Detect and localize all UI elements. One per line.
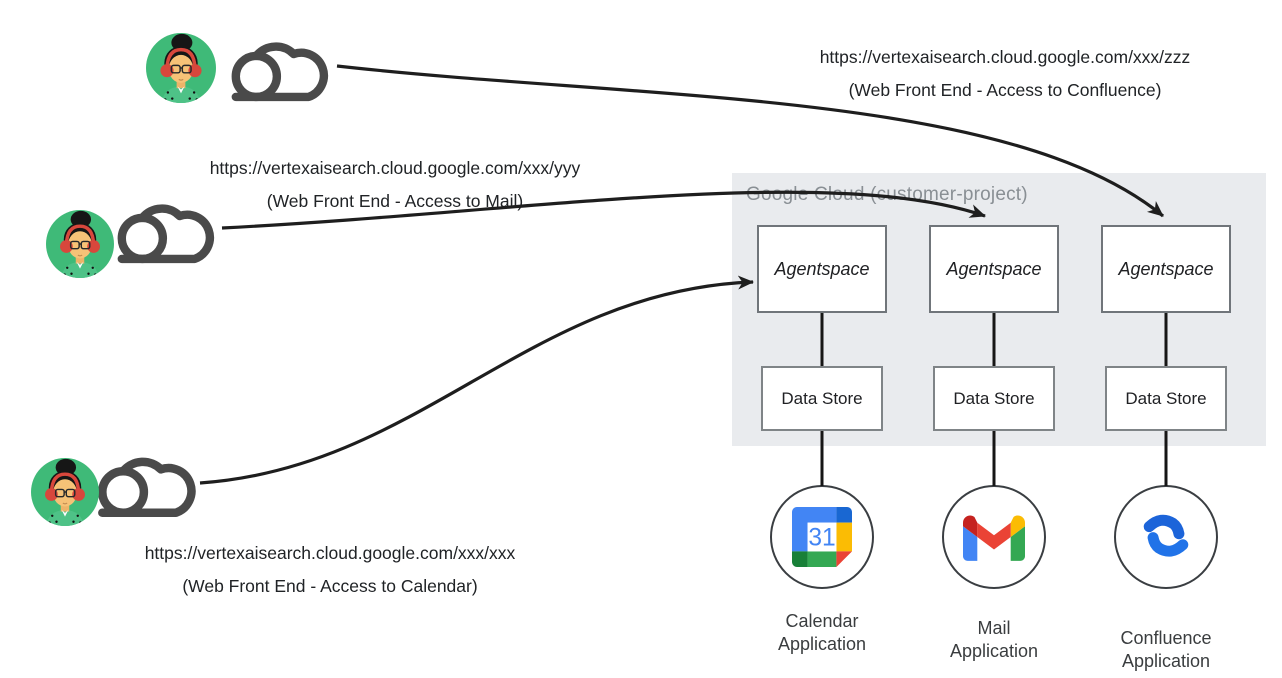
datastore-label: Data Store <box>781 388 863 408</box>
mail-app-label: Mail Application <box>949 618 1039 661</box>
confluence-app-circle <box>1114 485 1218 589</box>
datastore-box-calendar: Data Store <box>761 366 883 431</box>
calendar-app-label: Calendar Application <box>777 611 867 654</box>
url-text: https://vertexaisearch.cloud.google.com/… <box>144 543 516 563</box>
user-avatar-icon <box>146 33 216 103</box>
agentspace-box-mail: Agentspace <box>929 225 1059 313</box>
datastore-label: Data Store <box>953 388 1035 408</box>
confluence-icon <box>1143 514 1189 557</box>
cloud-icon <box>231 42 329 102</box>
cloud-icon <box>98 457 196 518</box>
cloud-icon <box>117 204 215 264</box>
datastore-box-confluence: Data Store <box>1105 366 1227 431</box>
confluence-app-label: Confluence Application <box>1120 628 1212 671</box>
url-text: https://vertexaisearch.cloud.google.com/… <box>209 158 581 178</box>
agentspace-label: Agentspace <box>946 258 1042 279</box>
gmail-icon <box>963 515 1025 561</box>
datastore-label: Data Store <box>1125 388 1207 408</box>
arrow-user3-to-agentspace1 <box>199 275 754 485</box>
agentspace-label: Agentspace <box>774 258 870 279</box>
agentspace-box-confluence: Agentspace <box>1101 225 1231 313</box>
datastore-box-mail: Data Store <box>933 366 1055 431</box>
mail-app-circle <box>942 485 1046 589</box>
calendar-app-circle: 31 <box>770 485 874 589</box>
google-calendar-icon: 31 <box>792 507 852 567</box>
url-caption: (Web Front End - Access to Calendar) <box>182 576 478 596</box>
calendar-day-number: 31 <box>808 525 835 552</box>
url-caption: (Web Front End - Access to Confluence) <box>848 80 1162 100</box>
user-avatar-icon <box>31 458 99 526</box>
url-text: https://vertexaisearch.cloud.google.com/… <box>819 47 1191 67</box>
user-avatar-icon <box>46 210 114 278</box>
confluence-url-label: https://vertexaisearch.cloud.google.com/… <box>745 41 1265 107</box>
google-cloud-panel-label: Google Cloud (customer-project) <box>746 184 1028 205</box>
agentspace-box-calendar: Agentspace <box>757 225 887 313</box>
agentspace-label: Agentspace <box>1118 258 1214 279</box>
calendar-url-label: https://vertexaisearch.cloud.google.com/… <box>85 537 575 603</box>
